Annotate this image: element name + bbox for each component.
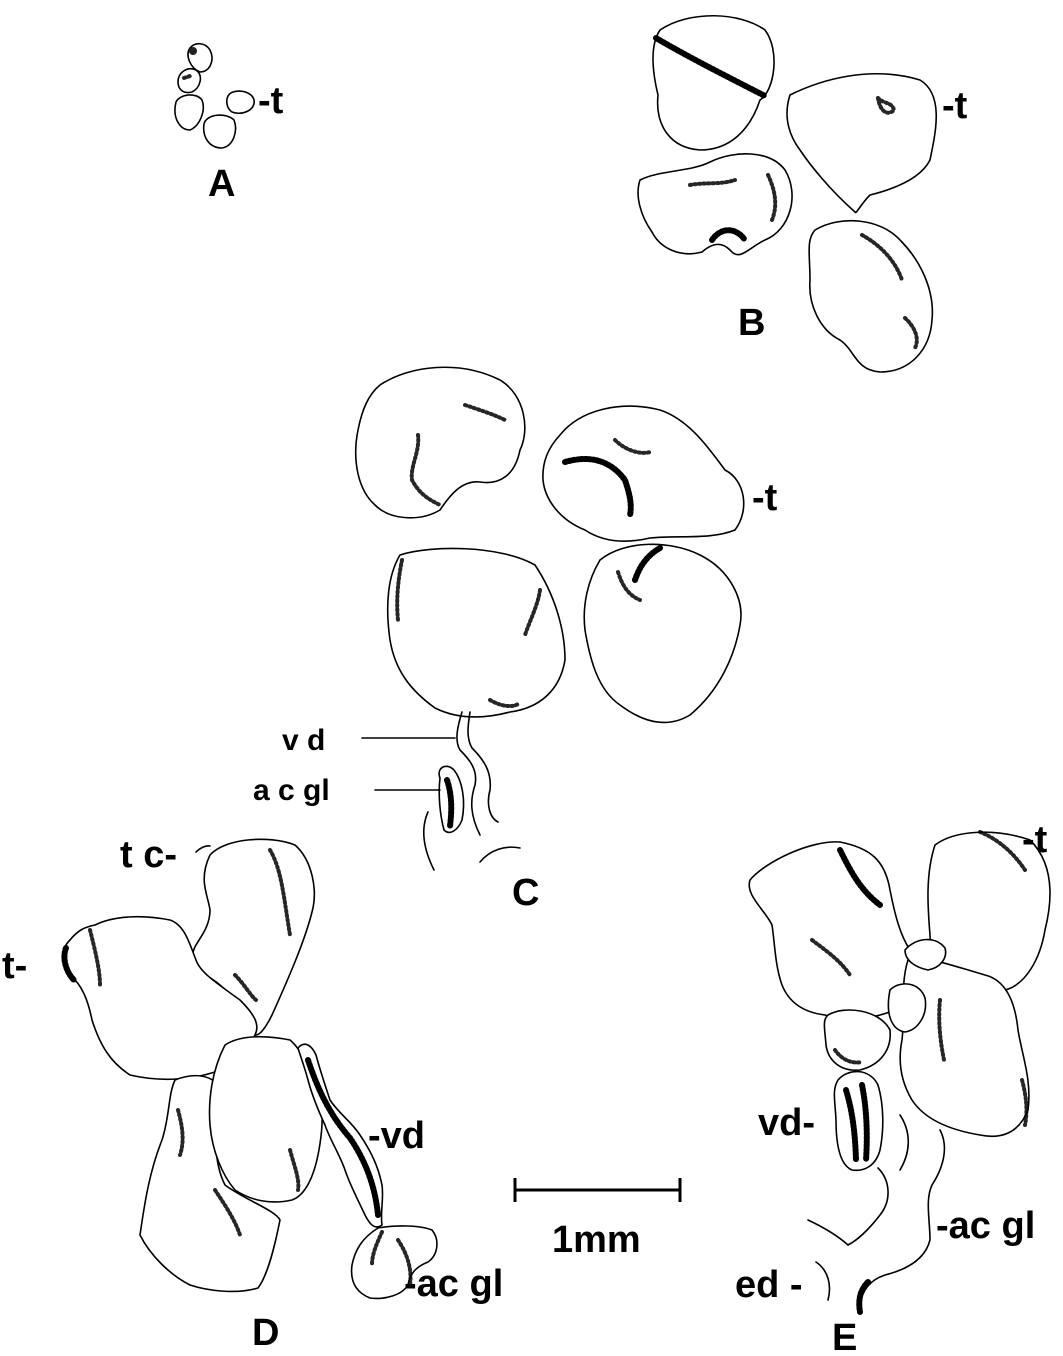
panel-letter-a: A [208,163,235,205]
ejaculatory-duct [848,1168,888,1245]
panel-c: -t v d a c gl C [253,367,778,914]
leader-line [196,846,210,852]
panel-letter-b: B [738,302,765,344]
scale-bar-label: 1mm [552,1219,641,1261]
duct [808,1220,848,1245]
panel-e: -t vd- -ac gl ed - E [735,819,1050,1356]
testis-lobe [584,544,741,722]
label-t: t- [2,945,27,987]
label-t: -t [752,477,778,519]
stipple [859,1282,868,1312]
duct [480,847,520,862]
stipple [184,76,190,78]
panel-b: -t B [638,16,968,372]
testis-lobe [653,16,774,150]
panel-letter-d: D [252,1312,279,1354]
testis-lobe [175,95,203,130]
label-ed: ed - [735,1264,803,1306]
testis-lobe [227,91,254,113]
testis-lobe [204,115,236,148]
panel-letter-c: C [512,872,539,914]
duct [900,1115,908,1170]
testis-lobe [356,367,525,518]
panel-d: t c- t- -vd -ac gl D [2,834,503,1354]
testis-lobe [749,842,910,1019]
testis-lobe [543,406,744,541]
scale-bar: 1mm [515,1178,680,1261]
testis-lobe [388,548,565,717]
panel-letter-e: E [832,1317,857,1356]
label-tc: t c- [120,834,177,876]
label-t: -t [1022,819,1048,861]
label-vd: -vd [368,1115,425,1157]
duct-ed [816,1262,830,1300]
testis-lobe [787,74,936,213]
stipple [189,47,197,55]
label-acgl: a c gl [253,774,330,807]
label-t: -t [258,80,284,122]
label-acgl: -ac gl [936,1205,1035,1247]
label-vd: vd- [758,1102,815,1144]
testis-lobe [809,221,932,372]
label-acgl: -ac gl [404,1263,503,1305]
duct [424,812,434,870]
label-t: -t [942,85,968,127]
testis-lobe [178,69,200,93]
label-vd: v d [282,724,325,757]
panel-a: -t A [175,44,284,205]
